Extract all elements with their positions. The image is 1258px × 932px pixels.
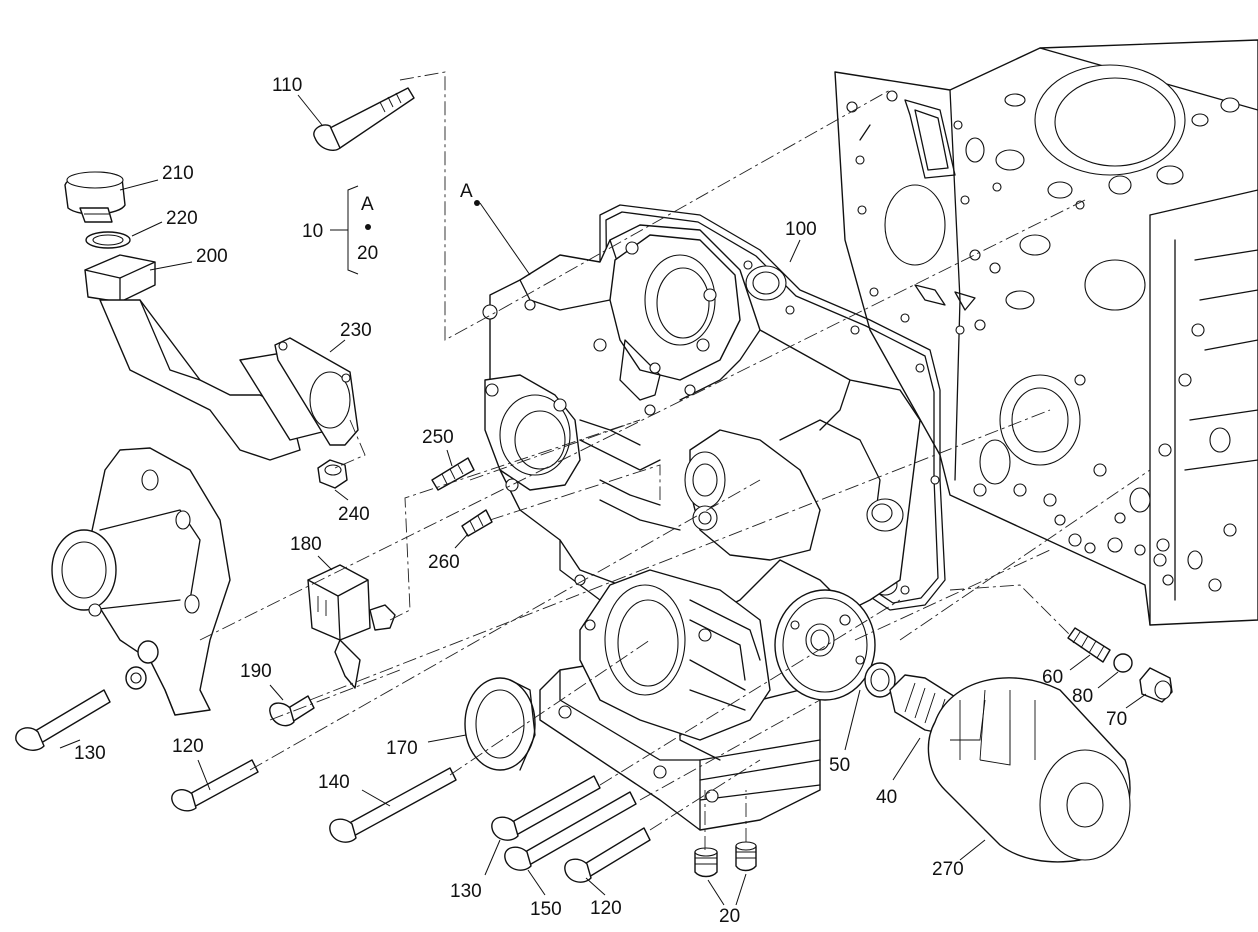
part-labels: 110 210 220 200 10 A 20 A 230 240 250 26… [74,75,1127,927]
label-230: 230 [340,320,372,341]
oil-filter-270 [927,677,1131,863]
label-point-a: A [460,181,473,202]
label-180: 180 [290,534,322,555]
label-240: 240 [338,504,370,525]
label-60: 60 [1042,667,1063,688]
label-20-bottom: 20 [719,906,740,927]
filler-cap-210 [64,171,126,223]
leader-lines [59,94,1147,906]
label-170: 170 [386,738,418,759]
bolt-120-left [171,759,259,812]
label-250: 250 [422,427,454,448]
stud-250 [431,457,475,491]
o-ring-220 [85,231,131,249]
label-220: 220 [166,208,198,229]
relief-ball-80 [1113,653,1133,673]
cylinder-block [834,39,1258,626]
label-270: 270 [932,859,964,880]
bolt-140 [329,767,457,843]
label-group-20: 20 [357,243,378,264]
relief-plug-70 [1139,667,1173,703]
label-10: 10 [302,221,323,242]
lower-cover [539,569,821,831]
water-pump-body [51,447,231,716]
alignment-lines [199,71,1151,850]
label-100: 100 [785,219,817,240]
label-70: 70 [1106,709,1127,730]
bolt-110 [313,87,415,151]
group-dot [365,224,371,230]
filter-adapter-50 [774,589,876,701]
label-130-bottom: 130 [450,881,482,902]
plug-20-right [735,841,757,872]
bolt-150 [504,791,637,871]
bolt-120-bottom [564,827,651,883]
point-a-dot [474,200,480,206]
label-110: 110 [272,75,302,96]
relief-spring-60 [1067,627,1111,663]
bolt-130-left [15,689,111,751]
label-130-left: 130 [74,743,106,764]
nut-240 [317,459,348,489]
label-200: 200 [196,246,228,267]
plug-20-left [694,847,718,878]
bolt-130-bottom [491,775,601,841]
filler-tube-200 [84,254,331,461]
o-ring [864,662,896,698]
label-210: 210 [162,163,194,184]
label-120-bottom: 120 [590,898,622,919]
label-50: 50 [829,755,850,776]
label-80: 80 [1072,686,1093,707]
bolt-190 [269,695,315,727]
oil-seal-170 [464,677,536,771]
gasket-230 [274,337,359,446]
label-150: 150 [530,899,562,920]
label-40: 40 [876,787,897,808]
label-120-left: 120 [172,736,204,757]
label-140: 140 [318,772,350,793]
group-bracket [330,185,371,275]
label-260: 260 [428,552,460,573]
label-group-a: A [361,194,374,215]
stud-260 [461,509,493,537]
gear-case [482,224,921,621]
sensor-180 [307,564,396,689]
label-190: 190 [240,661,272,682]
